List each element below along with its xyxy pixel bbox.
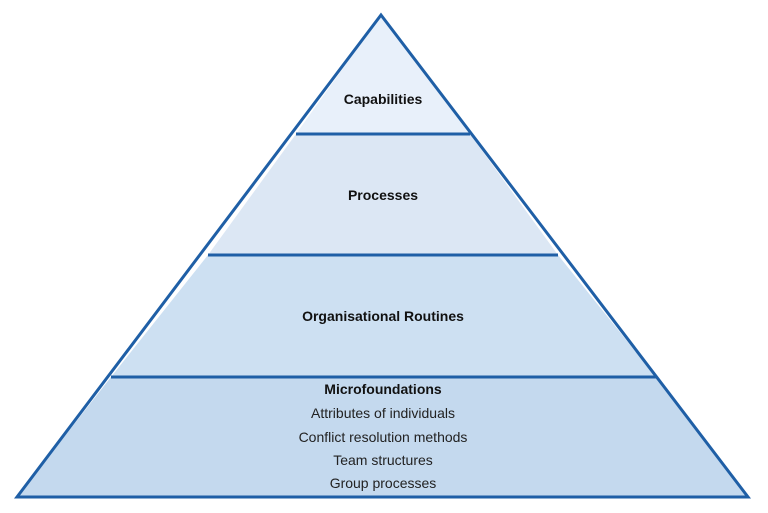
pyramid-outline <box>13 12 752 499</box>
tier-routines-shape <box>111 255 656 377</box>
tier-capabilities-label: Capabilities <box>344 91 423 107</box>
tier-processes-label: Processes <box>348 187 418 203</box>
microfoundations-item: Team structures <box>333 452 433 468</box>
microfoundations-item: Conflict resolution methods <box>299 429 468 445</box>
tier-routines-label: Organisational Routines <box>302 308 464 324</box>
microfoundations-item: Attributes of individuals <box>311 405 455 421</box>
tier-capabilities-shape <box>296 15 470 134</box>
tier-microfoundations-label: Microfoundations <box>324 381 442 397</box>
tier-microfoundations-shape <box>17 377 748 497</box>
microfoundations-item: Group processes <box>330 475 437 491</box>
tier-processes-shape <box>208 134 558 255</box>
